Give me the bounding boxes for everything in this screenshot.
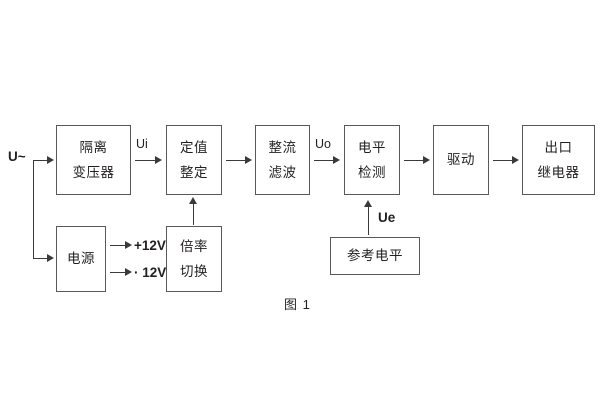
block-rectify-filter-line2: 滤波 [268,164,297,180]
input-trunk-line [33,160,34,258]
arrow-rail-positive [125,241,132,249]
block-multiplier-switch[interactable]: 倍率 切换 [166,226,222,292]
arrow-into-level-detection [333,156,340,164]
arrow-into-level-detection-from-reference [364,200,372,207]
block-rectify-filter[interactable]: 整流 滤波 [255,125,310,195]
figure-caption: 图 1 [284,297,311,312]
block-power-supply-line1: 电源 [67,251,95,267]
block-output-relay-line1: 出口 [544,140,573,155]
arrow-into-drive [423,156,430,164]
arrow-into-rectify-filter [245,156,252,164]
block-setting-value[interactable]: 定值 整定 [166,125,222,195]
block-drive-line1: 驱动 [447,152,475,168]
block-reference-level[interactable]: 参考电平 [330,237,420,275]
rail-line-negative [110,272,127,273]
block-setting-value-line1: 定值 [180,140,208,155]
rail-label-positive: +12V [134,238,166,253]
arrow-into-isolation-transformer [47,156,54,164]
input-branch-line-power-supply [33,258,48,259]
block-power-supply[interactable]: 电源 [56,226,106,292]
signal-label-ui: Ui [136,137,148,151]
block-reference-level-line1: 参考电平 [347,248,403,264]
input-source-label: U~ [8,149,26,164]
block-level-detection-line2: 检测 [358,164,386,180]
block-output-relay[interactable]: 出口 继电器 [522,125,595,195]
block-multiplier-switch-line2: 切换 [180,263,208,279]
signal-label-uo: Uo [315,137,331,151]
block-output-relay-line2: 继电器 [537,164,580,180]
block-isolation-transformer[interactable]: 隔离 变压器 [56,125,131,195]
link-line-level-to-drive [404,160,426,161]
block-setting-value-line2: 整定 [180,164,208,180]
link-line-reference-to-level [368,206,369,235]
link-line-multiplier-to-setting [193,203,194,225]
rail-line-positive [110,245,127,246]
input-branch-line-transformer [33,160,48,161]
block-drive[interactable]: 驱动 [433,125,489,195]
link-line-drive-to-output-relay [493,160,515,161]
arrow-into-power-supply [47,254,54,262]
arrow-into-setting-value [155,156,162,164]
rail-label-negative: · 12V [134,265,167,280]
block-isolation-transformer-line2: 变压器 [72,164,115,180]
block-level-detection-line1: 电平 [358,140,386,155]
block-rectify-filter-line1: 整流 [268,140,297,155]
arrow-into-output-relay [512,156,519,164]
link-line-rectify-to-level [314,160,335,161]
link-line-transformer-to-setting [135,160,156,161]
block-level-detection[interactable]: 电平 检测 [344,125,400,195]
arrow-rail-negative [125,268,132,276]
signal-label-ue: Ue [378,210,396,225]
arrow-into-setting-value-from-multiplier [189,197,197,204]
block-isolation-transformer-line1: 隔离 [79,140,108,155]
link-line-setting-to-rectify [226,160,248,161]
block-multiplier-switch-line1: 倍率 [180,239,208,254]
